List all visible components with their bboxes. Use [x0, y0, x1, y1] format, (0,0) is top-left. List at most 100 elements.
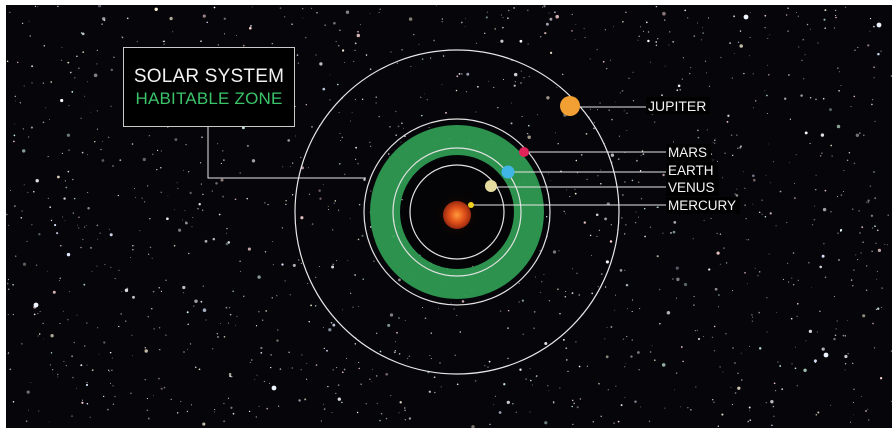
star	[819, 155, 822, 157]
star	[25, 420, 28, 422]
star	[360, 383, 362, 385]
star	[565, 290, 567, 293]
star	[379, 350, 382, 353]
star	[200, 40, 202, 42]
star	[518, 301, 520, 303]
star	[614, 101, 616, 103]
star	[21, 149, 26, 153]
star	[47, 197, 49, 199]
star	[132, 245, 134, 247]
star	[445, 112, 447, 114]
star	[31, 82, 33, 84]
star	[81, 32, 85, 36]
star	[876, 278, 878, 280]
star	[850, 279, 853, 281]
star	[125, 320, 127, 322]
star	[96, 128, 98, 130]
star	[668, 44, 670, 46]
star	[567, 370, 569, 372]
star	[823, 243, 825, 245]
star	[102, 141, 104, 142]
star	[736, 188, 738, 190]
star	[683, 282, 688, 287]
star	[57, 376, 59, 378]
star	[74, 76, 76, 79]
earth-orbit	[392, 147, 522, 277]
star	[862, 314, 866, 318]
star	[712, 159, 714, 161]
star	[637, 216, 639, 218]
star	[361, 98, 364, 100]
star	[578, 294, 580, 296]
star	[464, 26, 466, 28]
star	[815, 414, 818, 416]
star	[73, 341, 75, 344]
star	[270, 354, 272, 356]
star	[354, 49, 356, 51]
star	[520, 82, 522, 84]
star	[522, 333, 524, 336]
star	[84, 95, 86, 97]
star	[625, 224, 627, 226]
star	[335, 392, 337, 395]
star	[177, 187, 179, 189]
star	[81, 401, 84, 404]
star	[147, 316, 149, 318]
star	[267, 203, 269, 206]
star	[556, 86, 558, 88]
star	[60, 98, 64, 103]
star	[749, 419, 752, 422]
star	[30, 382, 32, 384]
star	[302, 17, 304, 19]
star	[225, 306, 228, 309]
star	[90, 247, 92, 249]
star	[213, 411, 215, 413]
star	[871, 250, 873, 253]
star	[354, 274, 356, 276]
star	[339, 132, 341, 134]
star	[242, 44, 245, 47]
star	[291, 367, 294, 369]
star	[272, 240, 274, 242]
star	[836, 124, 841, 129]
star	[750, 12, 752, 14]
star	[337, 209, 340, 211]
star	[833, 27, 835, 29]
star	[387, 153, 390, 155]
star	[655, 44, 658, 47]
star	[202, 14, 206, 18]
star	[287, 139, 291, 142]
star	[557, 288, 559, 291]
star	[204, 239, 208, 243]
star	[853, 269, 855, 271]
star	[518, 282, 520, 284]
star	[475, 111, 477, 113]
star	[310, 304, 312, 307]
star	[764, 14, 767, 17]
star	[43, 45, 46, 47]
star	[429, 354, 431, 356]
star	[63, 197, 66, 200]
star	[142, 157, 146, 162]
star	[82, 239, 84, 241]
star	[80, 364, 83, 367]
star	[352, 306, 354, 308]
star	[779, 365, 782, 367]
star	[211, 190, 213, 192]
star	[552, 250, 557, 254]
star	[355, 146, 358, 149]
star	[781, 388, 784, 391]
star	[824, 27, 827, 30]
star	[369, 68, 372, 71]
star	[838, 71, 841, 73]
star	[153, 395, 154, 397]
star	[232, 412, 235, 415]
star	[527, 124, 530, 127]
star	[456, 75, 459, 78]
star	[834, 14, 837, 17]
star	[740, 352, 742, 354]
star	[450, 302, 452, 304]
star	[753, 107, 754, 109]
star	[703, 219, 705, 222]
star	[165, 334, 167, 336]
